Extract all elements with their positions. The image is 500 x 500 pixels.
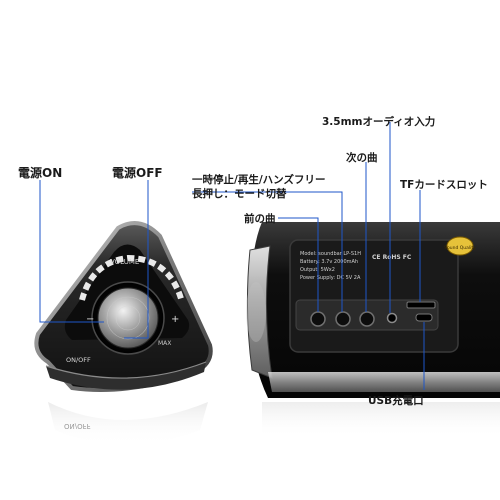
certification-marks: CE RoHS FC <box>372 254 412 261</box>
label-long-press: 長押し：モード切替 <box>192 188 287 200</box>
next-track-button[interactable] <box>359 311 375 327</box>
label-power-off: 電源OFF <box>112 166 163 180</box>
rear-label-line: Power Supply: DC 5V 2A <box>300 275 361 281</box>
rear-label-line: Model: soundbar LP-S1H <box>300 251 361 257</box>
play-pause-button[interactable] <box>335 311 351 327</box>
audio-jack[interactable] <box>386 312 398 324</box>
label-prev-track: 前の曲 <box>244 213 276 225</box>
pointer-power-on <box>39 180 104 323</box>
quality-sticker: Sound Quality <box>444 245 476 251</box>
rear-controls <box>295 299 439 331</box>
max-print: MAX <box>158 340 171 347</box>
tf-card-slot[interactable] <box>406 301 436 309</box>
label-tf-slot: TFカードスロット <box>400 179 488 191</box>
on-off-print: ON/OFF <box>66 356 91 364</box>
label-pause-play: 一時停止/再生/ハンズフリー <box>192 174 326 186</box>
minus-mark: − <box>86 314 94 325</box>
rear-info-label: Model: soundbar LP-S1H Battery: 3.7v 200… <box>300 251 412 281</box>
pointer-power-off <box>124 180 149 339</box>
label-audio-input: 3.5mmオーディオ入力 <box>322 116 436 128</box>
volume-knob[interactable] <box>97 287 159 349</box>
pointer-prev <box>278 217 319 312</box>
label-power-on: 電源ON <box>18 166 63 180</box>
prev-track-button[interactable] <box>310 311 326 327</box>
pointer-play <box>192 191 343 312</box>
label-next-track: 次の曲 <box>346 152 378 164</box>
on-off-reflection: ON/OFF <box>64 422 91 430</box>
plus-mark: + <box>171 314 179 325</box>
triangle-speaker: − + <box>34 221 213 445</box>
rear-label-line: Output: 5Wx2 <box>300 267 335 273</box>
volume-print: VOLUME <box>110 258 139 266</box>
usb-charge-port[interactable] <box>415 313 433 322</box>
rear-label-line: Battery: 3.7v 2000mAh <box>300 259 358 265</box>
label-usb-charge: USB充電口 <box>368 395 424 407</box>
pointer-lines <box>39 122 425 390</box>
